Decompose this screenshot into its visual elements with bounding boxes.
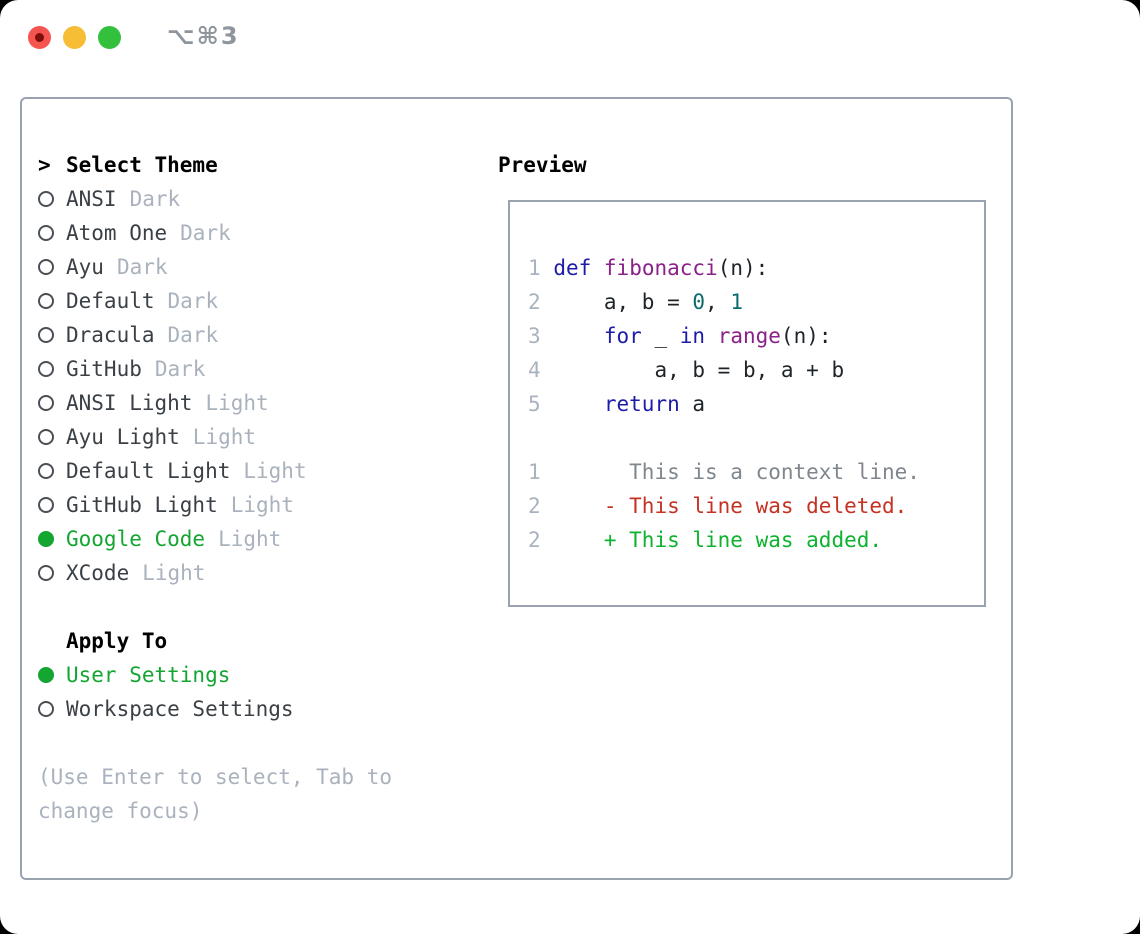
minimize-button[interactable] <box>63 26 86 49</box>
diff-deleted-line: 2 - This line was deleted. <box>528 489 984 523</box>
code-token: in <box>679 324 706 348</box>
radio-icon <box>38 225 54 241</box>
theme-option-ansi-dark[interactable]: ANSI Dark <box>38 182 392 216</box>
code-token: , <box>705 290 731 314</box>
radio-selected-icon <box>38 667 54 683</box>
code-token: def <box>553 256 592 280</box>
theme-option-ayu-light[interactable]: Ayu Light Light <box>38 420 392 454</box>
radio-icon <box>38 191 54 207</box>
diff-added-line: 2 + This line was added. <box>528 523 984 557</box>
line-number: 5 <box>528 392 541 416</box>
radio-icon <box>38 463 54 479</box>
code-token: a, b = <box>540 290 693 314</box>
code-token: 0 <box>692 290 706 314</box>
code-line: 4 a, b = b, a + b <box>528 353 984 387</box>
radio-icon <box>38 361 54 377</box>
window-title: ⌥⌘3 <box>167 22 240 50</box>
radio-icon <box>38 327 54 343</box>
code-token: + This line was added. <box>540 528 883 552</box>
theme-dialog: > Select Theme ANSI Dark Atom One Dark A… <box>20 97 1013 880</box>
theme-option-github-light[interactable]: GitHub Light Light <box>38 488 392 522</box>
code-preview: 1 def fibonacci(n): 2 a, b = 0, 1 3 for … <box>510 202 984 557</box>
code-token: 1 <box>730 290 743 314</box>
code-line: 3 for _ in range(n): <box>528 319 984 353</box>
radio-icon <box>38 497 54 513</box>
code-line: 1 def fibonacci(n): <box>528 251 984 285</box>
theme-option-dracula-dark[interactable]: Dracula Dark <box>38 318 392 352</box>
code-token: return <box>603 392 680 416</box>
apply-to-header: Apply To <box>38 624 392 658</box>
line-number: 3 <box>528 324 541 348</box>
line-number: 2 <box>528 290 541 314</box>
code-token: (n): <box>780 324 832 348</box>
theme-list: > Select Theme ANSI Dark Atom One Dark A… <box>38 148 392 828</box>
hint-text-line1: (Use Enter to select, Tab to <box>38 765 393 789</box>
preview-panel: 1 def fibonacci(n): 2 a, b = 0, 1 3 for … <box>508 200 986 607</box>
code-token: This is a context line. <box>540 460 920 484</box>
theme-option-ansi-light[interactable]: ANSI Light Light <box>38 386 392 420</box>
code-token: - This line was deleted. <box>540 494 908 518</box>
code-token: a, b = b, a + b <box>540 358 845 382</box>
radio-icon <box>38 395 54 411</box>
close-button[interactable] <box>28 26 51 49</box>
theme-option-google-code-light[interactable]: Google Code Light <box>38 522 392 556</box>
theme-option-ayu-dark[interactable]: Ayu Dark <box>38 250 392 284</box>
line-number: 4 <box>528 358 541 382</box>
apply-option-user-settings[interactable]: User Settings <box>38 658 392 692</box>
code-line: 5 return a <box>528 387 984 421</box>
code-token: a <box>679 392 706 416</box>
line-number: 1 <box>528 256 541 280</box>
select-theme-title: Select Theme <box>66 153 218 177</box>
code-token <box>541 324 604 348</box>
theme-option-github-dark[interactable]: GitHub Dark <box>38 352 392 386</box>
prompt-icon: > <box>38 153 51 177</box>
select-theme-header: > Select Theme <box>38 148 392 182</box>
radio-icon <box>38 293 54 309</box>
code-token <box>705 324 718 348</box>
preview-title: Preview <box>498 153 587 177</box>
code-token <box>591 256 604 280</box>
zoom-button[interactable] <box>98 26 121 49</box>
line-number: 2 <box>528 494 541 518</box>
line-number: 2 <box>528 528 541 552</box>
code-token <box>541 392 604 416</box>
radio-icon <box>38 259 54 275</box>
code-token: range <box>717 324 781 348</box>
code-line-blank <box>528 421 984 455</box>
hint-text-line2: change focus) <box>38 799 203 823</box>
code-token: (n): <box>717 256 769 280</box>
theme-option-atom-one-dark[interactable]: Atom One Dark <box>38 216 392 250</box>
theme-option-default-dark[interactable]: Default Dark <box>38 284 392 318</box>
apply-to-title: Apply To <box>66 629 168 653</box>
code-token: _ <box>641 324 680 348</box>
radio-icon <box>38 565 54 581</box>
code-token <box>541 256 554 280</box>
apply-option-workspace-settings[interactable]: Workspace Settings <box>38 692 392 726</box>
theme-option-default-light[interactable]: Default Light Light <box>38 454 392 488</box>
code-line: 2 a, b = 0, 1 <box>528 285 984 319</box>
radio-selected-icon <box>38 531 54 547</box>
diff-context-line: 1 This is a context line. <box>528 455 984 489</box>
line-number: 1 <box>528 460 541 484</box>
code-token: for <box>603 324 642 348</box>
theme-option-xcode-light[interactable]: XCode Light <box>38 556 392 590</box>
code-token: fibonacci <box>603 256 718 280</box>
radio-icon <box>38 429 54 445</box>
radio-icon <box>38 701 54 717</box>
